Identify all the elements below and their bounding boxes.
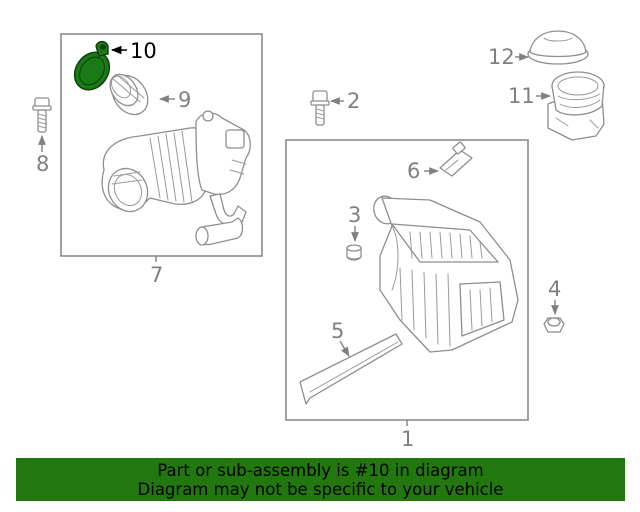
callout-6: 6	[407, 159, 420, 183]
part-5-leader	[339, 340, 350, 357]
parts-diagram: 1 2 3 4 5 6 7 8 9 10 11 12	[32, 30, 605, 451]
part-6-sensor[interactable]	[439, 141, 473, 177]
part-9-seal[interactable]	[104, 69, 155, 122]
callout-7: 7	[150, 263, 163, 287]
callout-8: 8	[36, 152, 49, 176]
banner-line-1: Part or sub-assembly is #10 in diagram	[157, 461, 484, 480]
part-11-duct[interactable]	[547, 71, 605, 141]
banner-line-2: Diagram may not be specific to your vehi…	[137, 480, 504, 499]
callout-2: 2	[347, 89, 360, 113]
fitment-notice-banner: Part or sub-assembly is #10 in diagram D…	[16, 458, 625, 501]
part-5-filter[interactable]	[299, 333, 403, 405]
callout-9: 9	[178, 88, 191, 112]
callout-10: 10	[130, 39, 157, 63]
part-12-cap[interactable]	[527, 30, 589, 65]
part-8-bolt[interactable]	[32, 97, 52, 133]
callout-3: 3	[348, 203, 361, 227]
part-4-clip[interactable]	[543, 317, 565, 333]
callout-5: 5	[331, 319, 344, 343]
part-3-grommet[interactable]	[346, 244, 362, 261]
callout-11: 11	[508, 84, 535, 108]
part-7-intake-tube[interactable]	[101, 110, 251, 246]
air-cleaner-housing[interactable]	[370, 193, 519, 353]
callout-1: 1	[401, 427, 414, 451]
part-10-hose-clamp[interactable]	[67, 40, 116, 97]
assembly-7-frame	[60, 33, 263, 257]
callout-4: 4	[548, 277, 561, 301]
callout-12: 12	[488, 45, 515, 69]
part-2-bolt[interactable]	[310, 90, 330, 126]
